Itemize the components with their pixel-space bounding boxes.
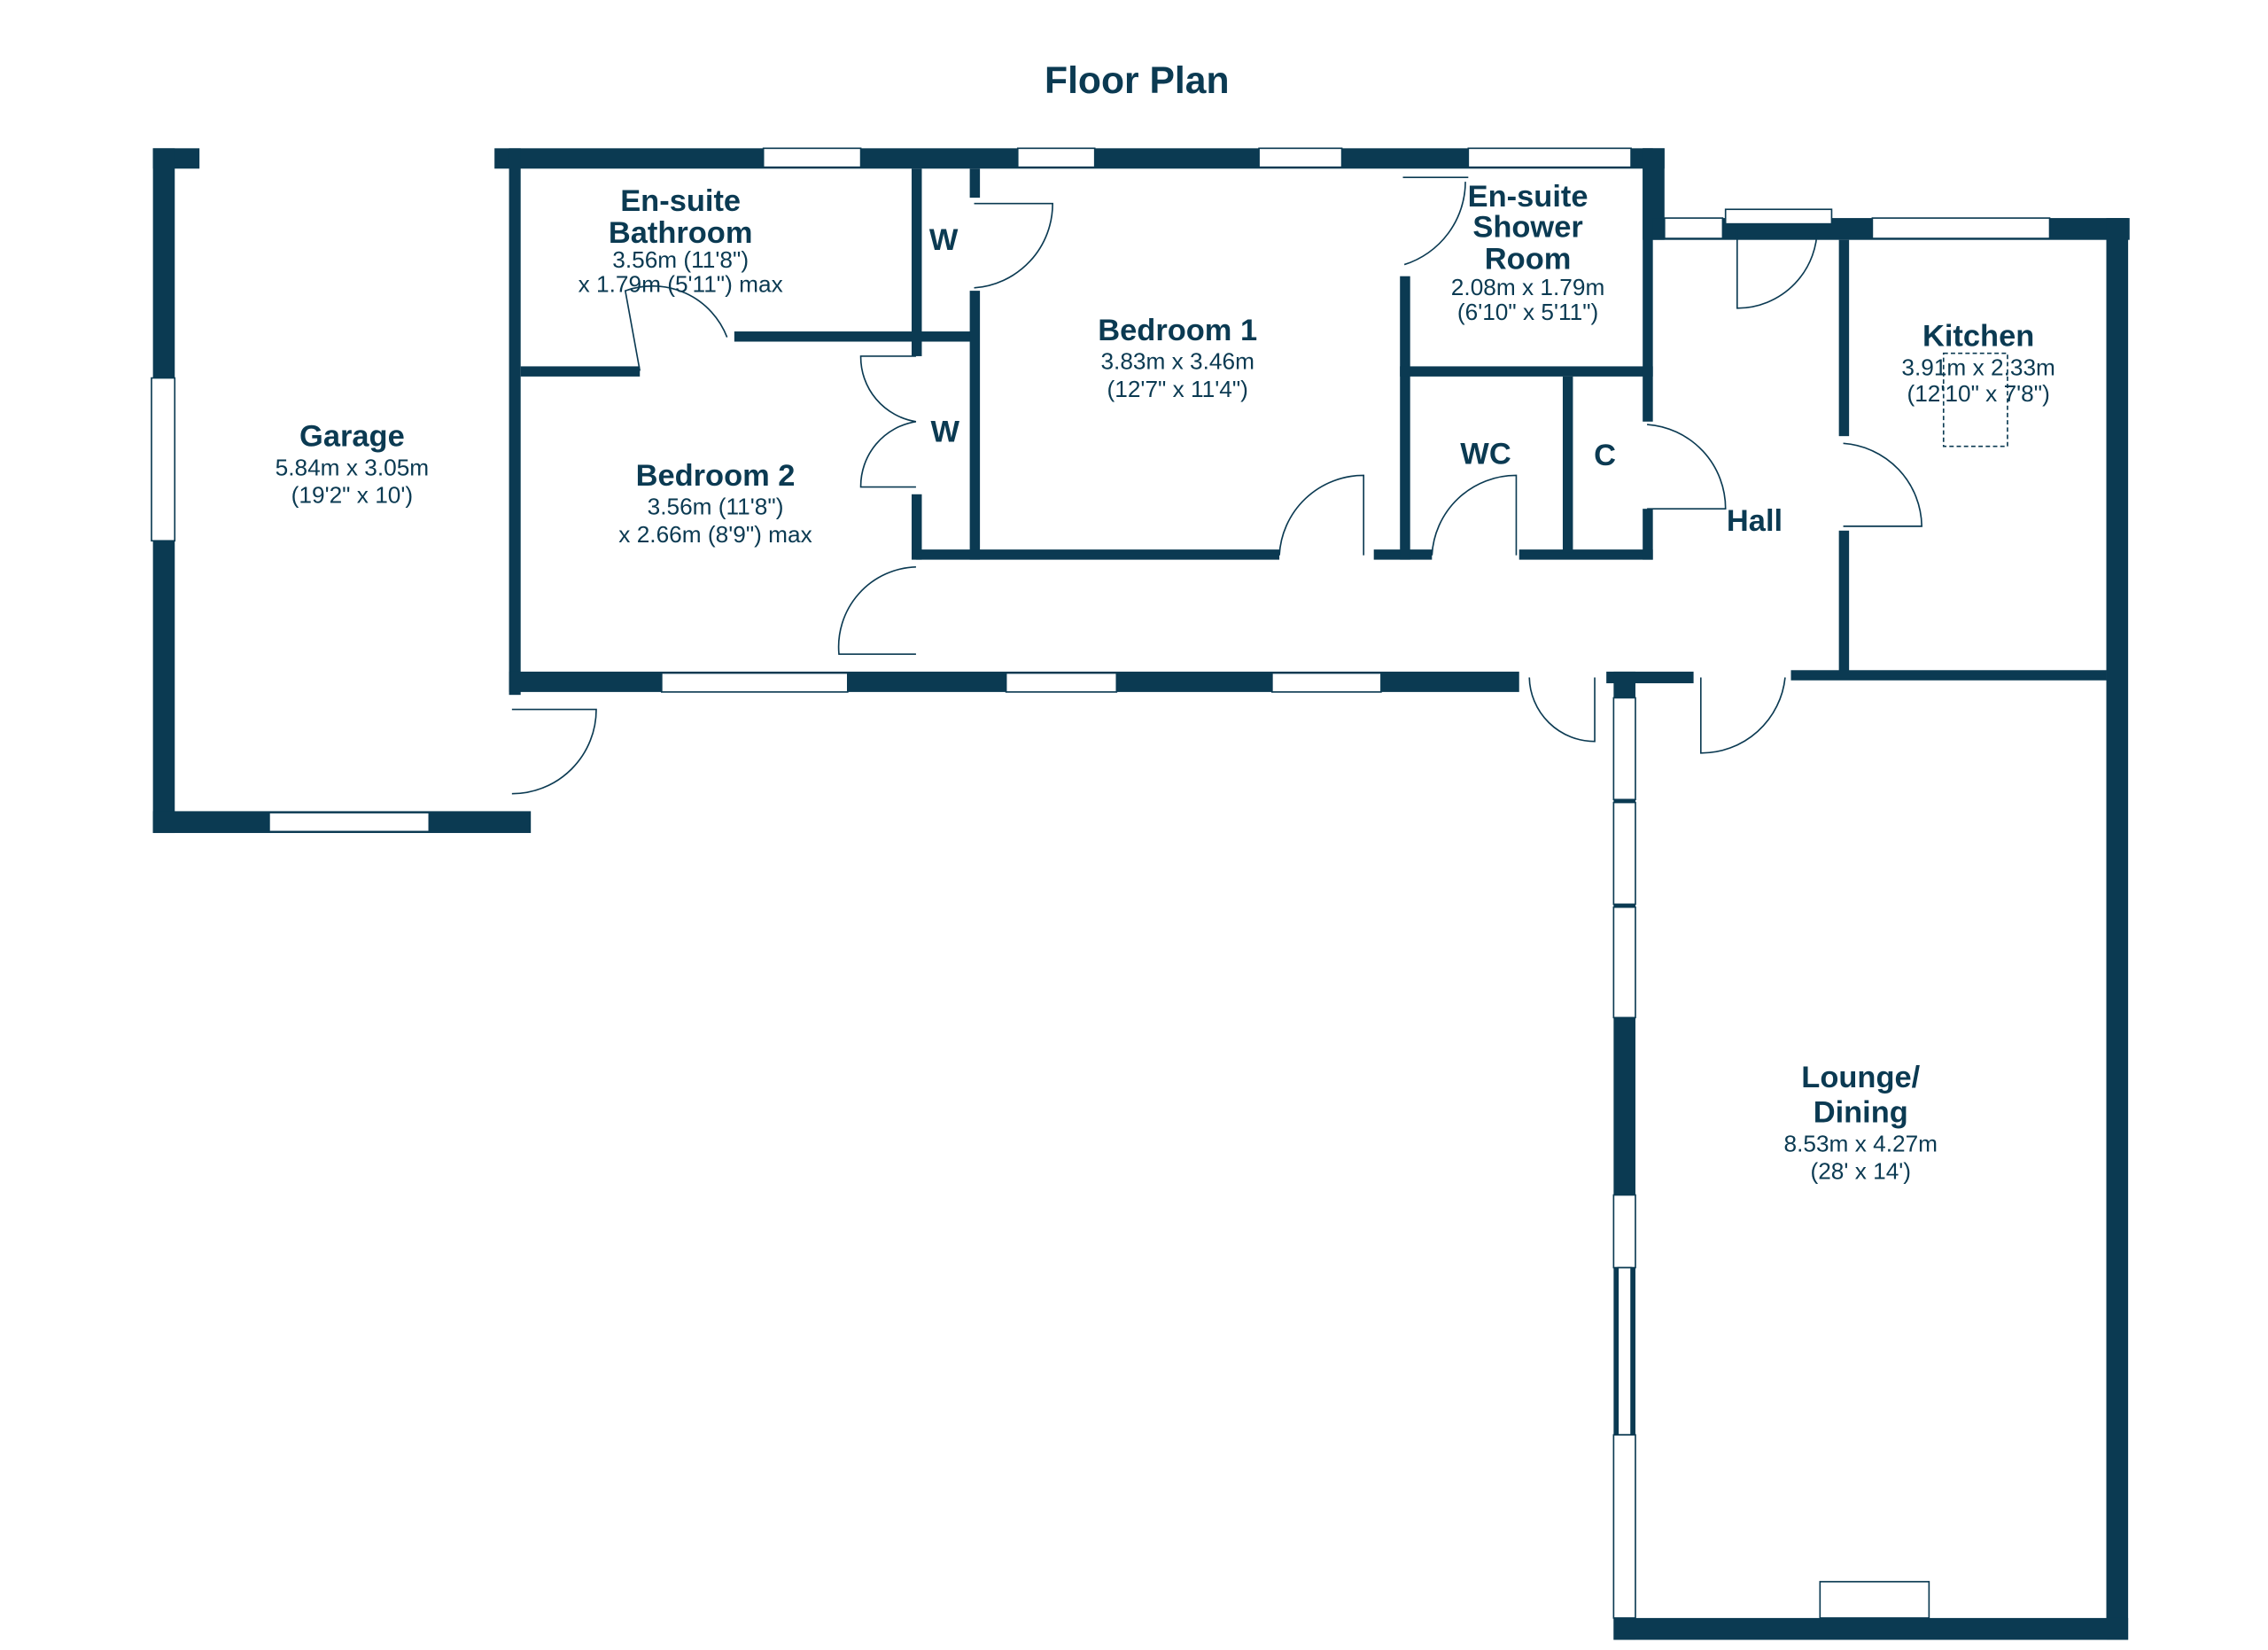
svg-text:Lounge/: Lounge/ [1801,1061,1920,1094]
svg-text:Bedroom 2: Bedroom 2 [636,459,796,493]
room-wardrobe-2: W [930,416,959,449]
svg-text:(28' x 14'): (28' x 14') [1810,1157,1911,1184]
svg-text:(12'10" x 7'8"): (12'10" x 7'8") [1907,380,2049,407]
windows [151,147,2051,1619]
svg-text:3.83m x 3.46m: 3.83m x 3.46m [1100,348,1254,375]
svg-text:En-suite: En-suite [620,184,741,218]
svg-text:En-suite: En-suite [1468,180,1588,214]
svg-text:Room: Room [1485,242,1572,276]
svg-text:3.91m x 2.33m: 3.91m x 2.33m [1901,354,2055,380]
svg-text:5.84m x 3.05m: 5.84m x 3.05m [276,454,430,480]
doors [511,176,1922,795]
plan-title: Floor Plan [1045,59,1229,102]
svg-text:2.08m x 1.79m: 2.08m x 1.79m [1451,274,1605,300]
svg-text:Garage: Garage [299,420,405,454]
svg-text:x 1.79m (5'11") max: x 1.79m (5'11") max [579,271,783,298]
room-wardrobe-1: W [929,223,959,257]
svg-text:Bathroom: Bathroom [609,216,753,250]
svg-text:Bedroom 1: Bedroom 1 [1098,314,1257,347]
fireplace [1819,1581,1930,1619]
svg-text:Kitchen: Kitchen [1922,319,2034,353]
room-ensuite-shower: En-suite Shower Room 2.08m x 1.79m (6'10… [1451,180,1605,325]
svg-text:(12'7" x 11'4"): (12'7" x 11'4") [1107,376,1248,402]
svg-text:3.56m (11'8"): 3.56m (11'8") [612,246,749,273]
room-kitchen: Kitchen 3.91m x 2.33m (12'10" x 7'8") [1901,319,2055,406]
room-bedroom-2: Bedroom 2 3.56m (11'8") x 2.66m (8'9") m… [618,459,812,548]
hob [1942,352,2008,448]
svg-text:(6'10" x 5'11"): (6'10" x 5'11") [1457,299,1598,325]
svg-text:Shower: Shower [1472,210,1582,244]
room-hall: Hall [1727,504,1783,538]
svg-text:Dining: Dining [1814,1095,1908,1129]
svg-text:x 2.66m (8'9") max: x 2.66m (8'9") max [618,521,812,548]
room-bedroom-1: Bedroom 1 3.83m x 3.46m (12'7" x 11'4") [1098,314,1257,402]
room-cupboard: C [1594,439,1616,472]
room-lounge-dining: Lounge/ Dining 8.53m x 4.27m (28' x 14') [1783,1061,1938,1184]
room-ensuite-bathroom: En-suite Bathroom 3.56m (11'8") x 1.79m … [579,184,783,298]
svg-text:8.53m x 4.27m: 8.53m x 4.27m [1783,1130,1938,1156]
svg-text:3.56m (11'8"): 3.56m (11'8") [648,494,784,520]
room-wc: WC [1460,437,1511,471]
svg-text:(19'2" x 10'): (19'2" x 10') [291,482,413,509]
room-garage: Garage 5.84m x 3.05m (19'2" x 10') [276,420,430,509]
